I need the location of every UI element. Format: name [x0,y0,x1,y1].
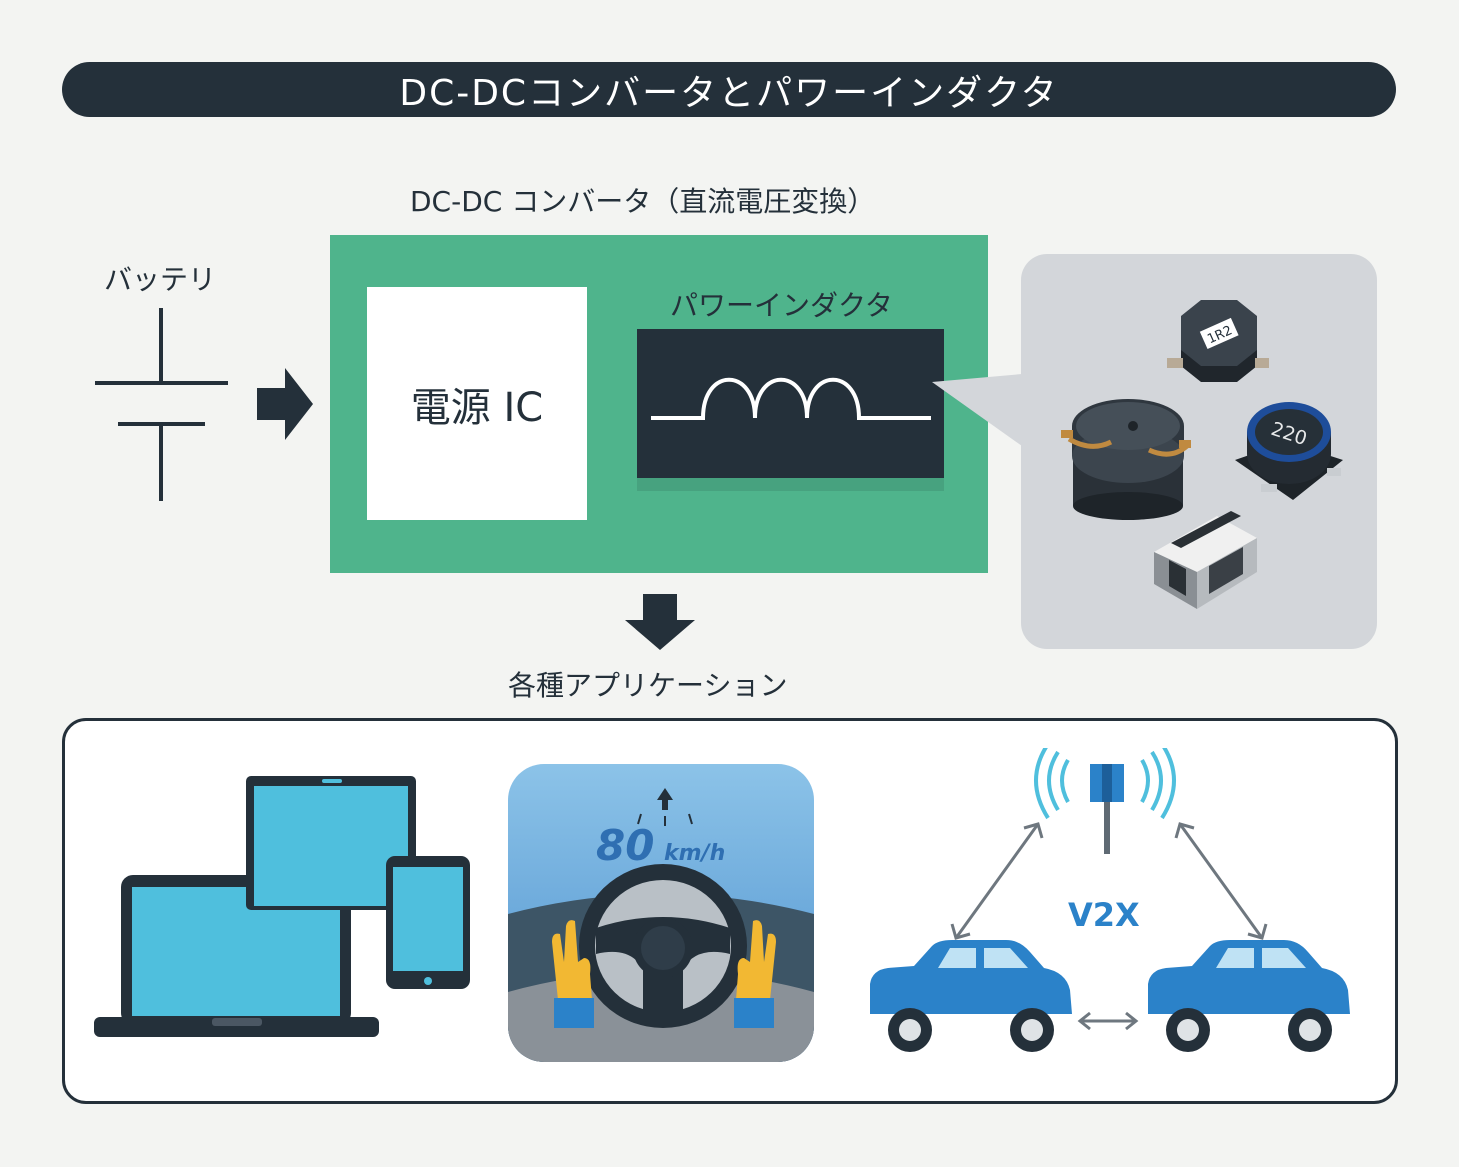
antenna-icon [1034,748,1176,854]
inductor-part-drum [1061,399,1191,520]
converter-label: DC-DC コンバータ（直流電圧変換） [410,185,876,218]
inductor-parts-image: 1R2 220 [1061,300,1343,609]
inductor-part-1r2: 1R2 [1167,300,1269,382]
car-icon [870,940,1072,1052]
v2x-diagram [870,748,1350,1052]
speed-value: 80 [596,821,654,870]
battery-label: バッテリ [104,263,217,296]
callout-pointer [932,374,1022,446]
page-title: DC-DCコンバータとパワーインダクタ [62,62,1396,117]
inductor-components-panel: 1R2 220 [1021,254,1377,649]
v2x-label: V2X [1068,896,1140,934]
devices-icon [94,776,470,1037]
power-ic-label: 電源 IC [410,384,544,431]
inductor-part-220: 220 [1235,402,1343,500]
car-icon [1148,940,1350,1052]
arrow-right-icon [257,368,313,440]
power-ic-block: 電源 IC [367,287,587,520]
inductor-coil-icon [651,377,931,420]
steering-wheel-icon: 80 km/h [508,764,814,1062]
battery-symbol-icon [95,308,228,501]
inductor-part-chip [1154,511,1257,609]
inductor-label: パワーインダクタ [670,289,893,322]
applications-label: 各種アプリケーション [508,669,788,702]
v2x-arrows [950,822,1268,1031]
arrow-down-icon [625,594,695,650]
speed-unit: km/h [664,841,725,866]
power-inductor-block [637,329,944,491]
